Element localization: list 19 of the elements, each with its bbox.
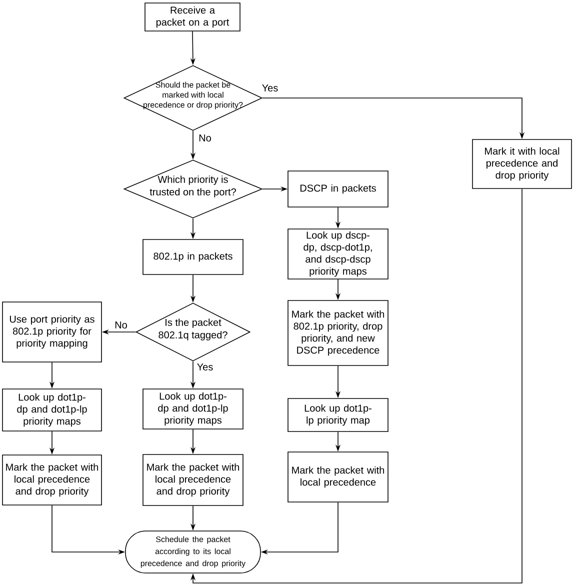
edge-label: No [114,320,128,330]
edge-label: Yes [196,362,214,372]
edge-label: No [198,134,212,142]
terminal-box: Schedule the packet according to its local precedence and drop priority [125,530,261,574]
process-box: Mark it with local precedence and drop priority [472,139,572,189]
process-box: Mark the packet with local precedence and drop priority [142,454,244,506]
arrow [190,188,522,584]
process-box: Look up dscp-dp, dscp-dot1p, and dscp-dscp priority maps [288,228,388,280]
edge-label: Yes [260,84,280,92]
process-box: Use port priority as 802.1p priority for priority mapping [2,302,102,362]
process-box: Mark the packet with local precedence and drop priority [2,454,102,506]
process-box: Look up dot1p-dp and dot1p-lp priority maps [142,388,244,430]
process-box: Receive a packet on a port [144,2,240,32]
process-box: Mark the packet with local precedence [288,452,388,502]
process-box: Look up dot1p-lp priority map [288,398,388,432]
process-box: 802.1p in packets [142,239,244,275]
process-box: DSCP in packets [288,170,388,208]
process-box: Look up dot1p-dp and dot1p-lp priority maps [2,388,102,432]
process-box: Mark the packet with 802.1p priority, drop priority, and new DSCP precedence [288,300,388,366]
